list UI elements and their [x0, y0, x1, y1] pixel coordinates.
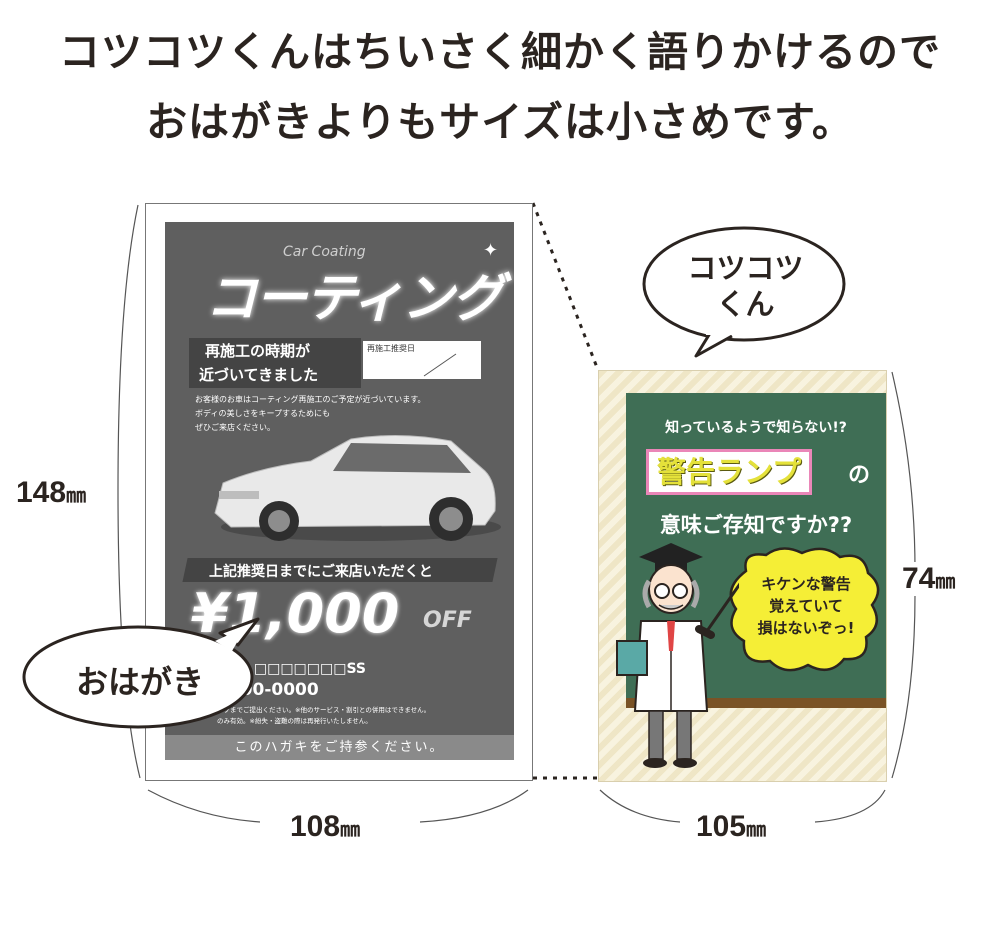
postcard-design: Car Coating コーティング ✦ 再施工の時期が 近づいてきました 再施… [165, 222, 514, 760]
fine-print-1: ップまでご提出ください。※他のサービス・割引との併用はできません。 [217, 706, 431, 714]
postcard-footer: このハガキをご持参ください。 [165, 735, 514, 760]
width-105-guide-right [814, 789, 886, 823]
postcard-sample: Car Coating コーティング ✦ 再施工の時期が 近づいてきました 再施… [145, 203, 533, 781]
width-105-guide-left [599, 789, 681, 823]
question-particle: の [848, 463, 871, 488]
kotsukotsu-bubble-line-2: くん [716, 287, 775, 321]
postcard-body-1: お客様のお車はコーティング再施工のご予定が近づいています。 [195, 395, 426, 404]
postcard-headline-2: 近づいてきました [199, 366, 319, 384]
speech-line-1: キケンな警告 [761, 575, 851, 593]
speech-line-3: 損はないぞっ! [757, 619, 855, 637]
question-line-2: 意味ご存知ですか?? [659, 513, 853, 537]
width-108-label: 108㎜ [286, 810, 365, 844]
postcard-headline-1: 再施工の時期が [205, 342, 311, 360]
dotted-connector-top [531, 202, 600, 371]
postcard-body-2: ボディの美しさをキープするためにも [195, 409, 330, 418]
date-label: 再施工推奨日 [367, 344, 415, 353]
height-148-label: 148㎜ [12, 476, 91, 510]
car-image [214, 434, 501, 541]
width-105-label: 105㎜ [692, 810, 771, 844]
date-slash [423, 353, 457, 377]
speech-line-2: 覚えていて [769, 597, 843, 615]
postcard-title-jp: コーティング [205, 269, 504, 329]
postcard-body-3: ぜひご来店ください。 [195, 423, 275, 432]
postcard-title-en: Car Coating [283, 244, 366, 260]
date-box [363, 341, 481, 379]
speech-text: キケンな警告 覚えていて 損はないぞっ! [746, 573, 866, 639]
width-108-guide-left [147, 789, 261, 823]
speech-bubble-yellow [729, 547, 880, 672]
offer-line: 上記推奨日までにご来店いただくと [209, 564, 433, 580]
price-off: OFF [423, 608, 472, 633]
warning-lamp-label: 警告ランプ [646, 449, 813, 495]
kotsukotsu-sample: 知っているようで知らない!? 警告ランプ の 意味ご存知ですか?? キケンな警告… [598, 370, 887, 782]
width-108-guide-right [419, 789, 529, 823]
headline-line-2: おはがきよりもサイズは小さめです。 [146, 98, 854, 146]
kotsukotsu-bubble-line-1: コツコツ [687, 251, 804, 285]
postcard-bubble [22, 617, 260, 729]
height-74-guide-bottom [891, 594, 916, 779]
height-74-guide-top [891, 371, 916, 571]
height-74-label: 74㎜ [898, 562, 960, 596]
postcard-bubble-text: おはがき [75, 663, 204, 701]
fine-print-2: のみ有効。※紛失・盗難の際は再発行いたしません。 [217, 717, 372, 725]
kotsukotsu-bubble-text: コツコツ くん [658, 250, 833, 322]
kotsukotsu-bubble [642, 226, 846, 358]
sparkle-icon: ✦ [483, 240, 499, 261]
headline-band [189, 338, 361, 388]
question-line-1: 知っているようで知らない!? [665, 420, 847, 436]
professor-illustration [616, 543, 739, 768]
headline-line-1: コツコツくんはちいさく細かく語りかけるので [59, 28, 941, 76]
